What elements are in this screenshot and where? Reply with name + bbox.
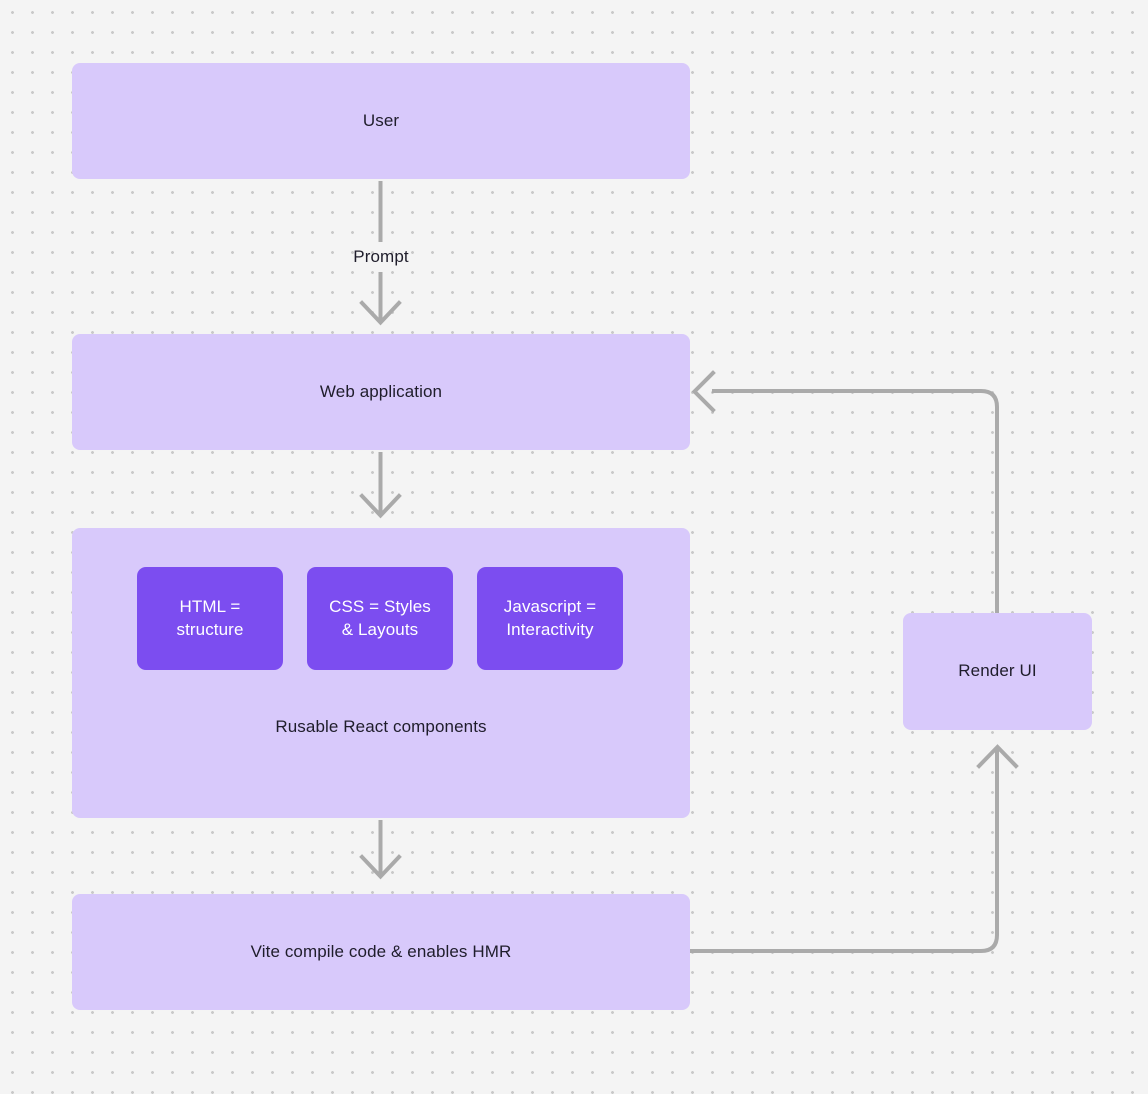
node-user[interactable]: User: [72, 63, 690, 179]
node-vite-compile-label: Vite compile code & enables HMR: [250, 941, 512, 961]
edge-label-prompt: Prompt: [353, 247, 409, 266]
node-web-application-label: Web application: [319, 381, 443, 401]
edge-webapp-to-react: [359, 452, 402, 519]
node-render-ui-label: Render UI: [958, 661, 1037, 681]
node-css-styles-layouts[interactable]: CSS = Styles & Layouts: [307, 567, 453, 670]
node-javascript-interactivity-label: Javascript = Interactivity: [503, 596, 597, 639]
node-javascript-interactivity[interactable]: Javascript = Interactivity: [477, 567, 623, 670]
node-render-ui[interactable]: Render UI: [903, 613, 1092, 730]
node-react-components-group[interactable]: HTML = structure CSS = Styles & Layouts …: [72, 528, 690, 818]
node-html-structure-label: HTML = structure: [176, 596, 244, 639]
node-user-label: User: [362, 110, 400, 130]
react-inner-row: HTML = structure CSS = Styles & Layouts …: [137, 567, 625, 670]
node-vite-compile[interactable]: Vite compile code & enables HMR: [72, 894, 690, 1010]
edge-react-to-vite: [359, 820, 402, 880]
node-css-styles-layouts-label: CSS = Styles & Layouts: [329, 596, 431, 639]
react-group-caption: Rusable React components: [275, 717, 487, 736]
edge-render-to-webapp: [691, 370, 999, 613]
node-web-application[interactable]: Web application: [72, 334, 690, 450]
edge-vite-to-render: [690, 744, 1019, 953]
node-html-structure[interactable]: HTML = structure: [137, 567, 283, 670]
